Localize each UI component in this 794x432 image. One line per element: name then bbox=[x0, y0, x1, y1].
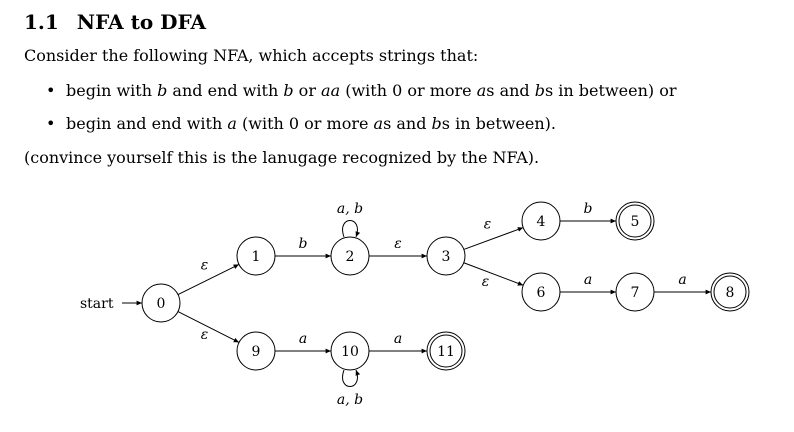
math-symbol: b bbox=[157, 81, 168, 100]
transition-label: b bbox=[299, 236, 308, 252]
state-label: 1 bbox=[252, 249, 261, 265]
transition-label: a bbox=[394, 331, 402, 347]
edge-0-1 bbox=[177, 263, 240, 296]
state-label: 2 bbox=[346, 249, 355, 265]
states-layer: 0 1 2 3 4 5 6 7 8 9 10 11 bbox=[141, 201, 750, 371]
state-8: 8 bbox=[710, 272, 750, 312]
state-label: 5 bbox=[631, 214, 640, 230]
transition-label: ε bbox=[201, 258, 209, 274]
state-label: 9 bbox=[252, 344, 261, 360]
math-symbol: b bbox=[431, 114, 442, 133]
state-circle bbox=[615, 272, 655, 312]
state-9: 9 bbox=[236, 331, 276, 371]
edge-3-4 bbox=[463, 227, 524, 250]
state-5: 5 bbox=[615, 201, 655, 241]
nfa-diagram: ε ε b a, b ε ε ε b a a a a, b a 0 1 2 3 4 5 6 7 8 9 10 11 start bbox=[80, 201, 750, 408]
state-circle bbox=[426, 236, 466, 276]
section-heading: 1.1 NFA to DFA bbox=[24, 10, 206, 34]
state-circle bbox=[236, 236, 276, 276]
math-symbol: a bbox=[227, 114, 237, 133]
transitions-layer: ε ε b a, b ε ε ε b a a a a, b a bbox=[122, 201, 711, 408]
self-loop-2 bbox=[342, 220, 361, 238]
bullet-text: or bbox=[293, 81, 322, 100]
bullet-item: begin and end with a (with 0 or more as … bbox=[46, 113, 677, 146]
start-label: start bbox=[80, 296, 114, 312]
transition-label: b bbox=[584, 201, 593, 217]
state-label: 6 bbox=[537, 285, 546, 301]
transition-label: a bbox=[584, 272, 592, 288]
state-2: 2 bbox=[330, 236, 370, 276]
state-circle bbox=[330, 236, 370, 276]
transition-label: ε bbox=[201, 327, 209, 343]
bullet-text: s in between). bbox=[441, 114, 557, 133]
accept-ring bbox=[429, 334, 463, 368]
edge-0-9 bbox=[177, 311, 240, 343]
self-loop-10 bbox=[342, 369, 361, 387]
state-6: 6 bbox=[521, 272, 561, 312]
state-4: 4 bbox=[521, 201, 561, 241]
state-label: 11 bbox=[437, 344, 455, 360]
state-circle bbox=[521, 272, 561, 312]
state-3: 3 bbox=[426, 236, 466, 276]
bullet-text: s in between) or bbox=[545, 81, 677, 100]
bullet-text: and end with bbox=[167, 81, 284, 100]
state-label: 10 bbox=[341, 344, 359, 360]
state-7: 7 bbox=[615, 272, 655, 312]
state-circle bbox=[521, 201, 561, 241]
state-1: 1 bbox=[236, 236, 276, 276]
state-label: 3 bbox=[442, 249, 451, 265]
bullet-text: begin and end with bbox=[66, 114, 228, 133]
state-label: 7 bbox=[631, 285, 640, 301]
state-label: 0 bbox=[157, 296, 166, 312]
transition-label: ε bbox=[484, 217, 492, 233]
math-symbol: b bbox=[283, 81, 294, 100]
transition-label: a bbox=[678, 272, 686, 288]
edge-3-6 bbox=[463, 262, 524, 286]
bullet-text: s and bbox=[486, 81, 535, 100]
bullet-list: begin with b and end with b or aa (with … bbox=[46, 80, 677, 146]
transition-label: ε bbox=[394, 236, 402, 252]
transition-label: ε bbox=[482, 274, 490, 290]
state-circle bbox=[141, 283, 181, 323]
transition-label: a, b bbox=[337, 392, 363, 408]
bullet-text: (with 0 or more bbox=[340, 81, 477, 100]
state-circle bbox=[330, 331, 370, 371]
bullet-text: (with 0 or more bbox=[236, 114, 374, 133]
state-label: 4 bbox=[537, 214, 546, 230]
state-11: 11 bbox=[426, 331, 466, 371]
state-label: 8 bbox=[726, 285, 735, 301]
note-text: (convince yourself this is the lanugage … bbox=[24, 148, 540, 167]
section-number: 1.1 bbox=[24, 10, 59, 34]
state-10: 10 bbox=[330, 331, 370, 371]
accept-ring bbox=[618, 204, 652, 238]
state-0: 0 bbox=[141, 283, 181, 323]
transition-label: a, b bbox=[337, 201, 363, 217]
bullet-text: begin with bbox=[66, 81, 158, 100]
accept-ring bbox=[713, 275, 747, 309]
bullet-item: begin with b and end with b or aa (with … bbox=[46, 80, 677, 113]
transition-label: a bbox=[299, 331, 307, 347]
state-circle bbox=[236, 331, 276, 371]
bullet-text: s and bbox=[383, 114, 432, 133]
math-symbol: aa bbox=[321, 81, 341, 100]
intro-text: Consider the following NFA, which accept… bbox=[24, 46, 479, 65]
math-symbol: b bbox=[534, 81, 545, 100]
section-title: NFA to DFA bbox=[76, 10, 207, 34]
math-symbol: a bbox=[476, 81, 487, 100]
math-symbol: a bbox=[373, 114, 384, 133]
